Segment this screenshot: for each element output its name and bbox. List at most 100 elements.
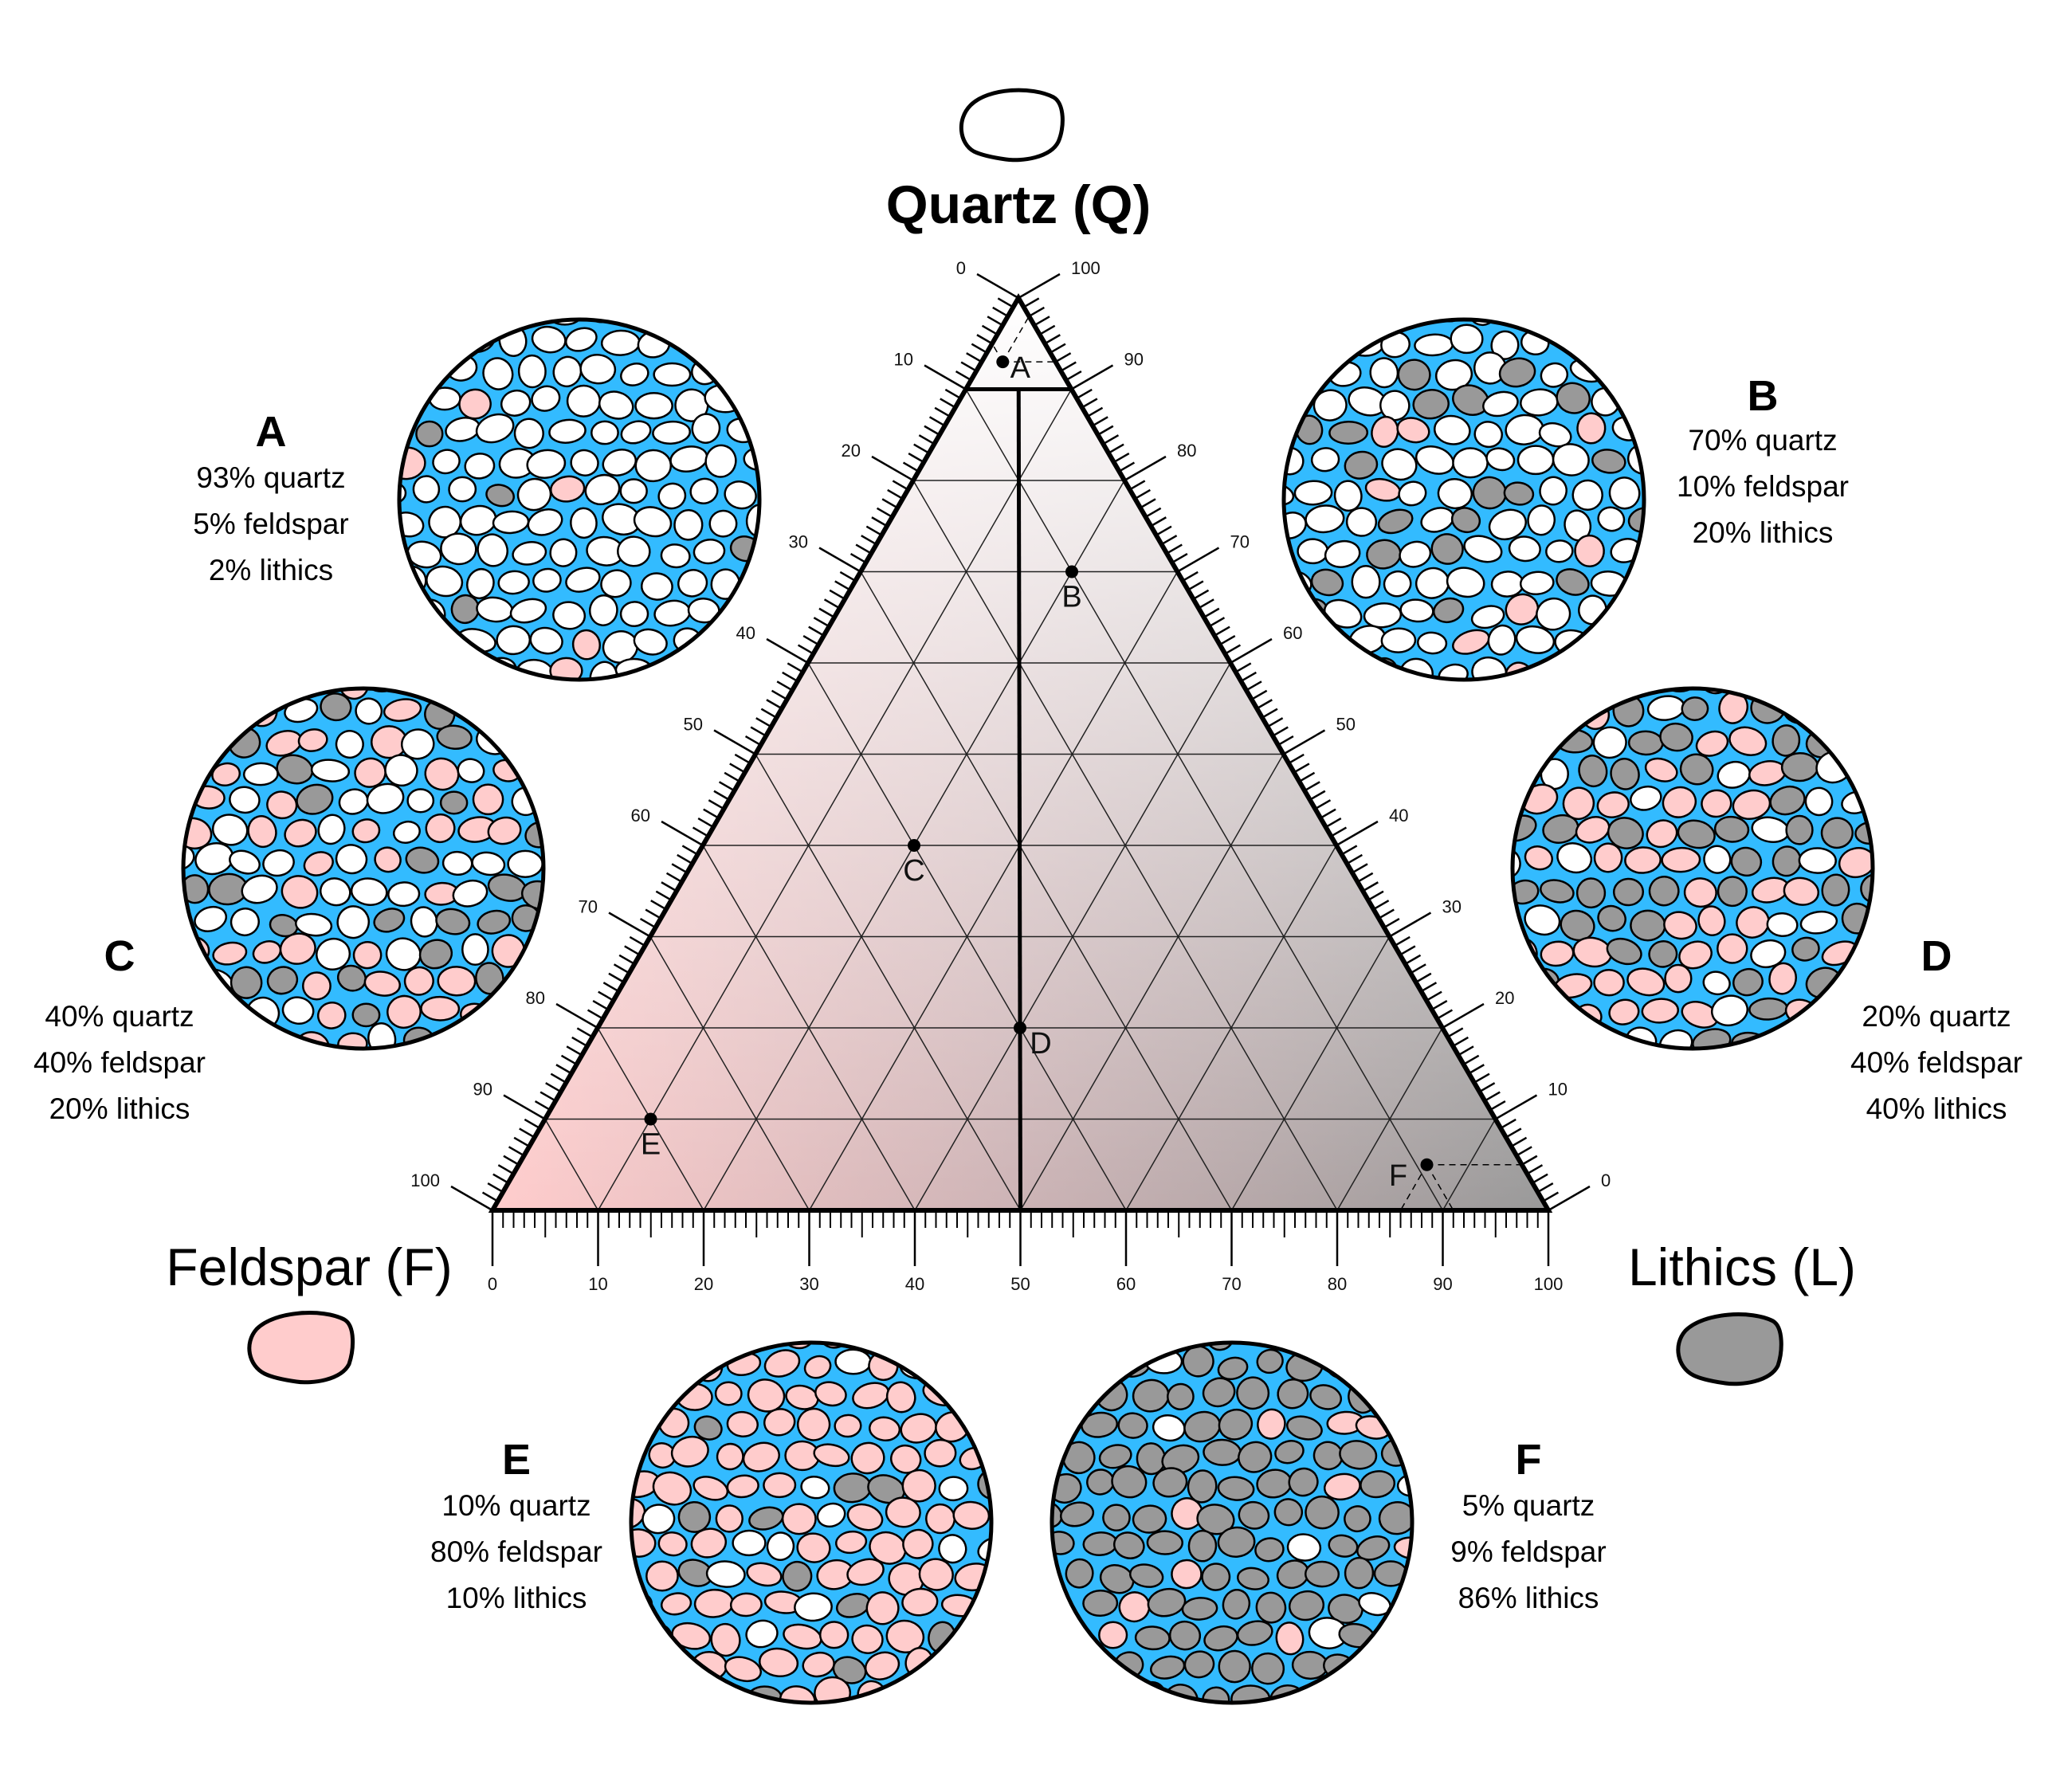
grain	[552, 355, 583, 388]
right-tick	[1124, 455, 1167, 482]
grain	[436, 724, 473, 750]
grain	[1379, 390, 1411, 422]
left-tick-label: 80	[526, 988, 545, 1008]
grain	[1236, 1567, 1269, 1590]
right-tick	[1537, 1182, 1554, 1194]
grain	[1309, 1384, 1343, 1410]
grain	[1293, 480, 1333, 506]
grain	[1860, 872, 1873, 904]
thin-section-outline	[629, 1340, 994, 1705]
right-tick	[1182, 571, 1199, 582]
grain	[384, 754, 418, 787]
grain	[1297, 538, 1329, 565]
grain	[1286, 1415, 1323, 1441]
left-tick	[928, 416, 946, 427]
grain	[1730, 846, 1763, 877]
grain	[1626, 967, 1666, 997]
data-point-label: D	[1030, 1027, 1051, 1061]
right-tick	[1134, 488, 1151, 500]
sample-lithics: 86% lithics	[1458, 1582, 1599, 1614]
right-tick	[1304, 781, 1320, 792]
bottom-tick-label: 90	[1433, 1274, 1452, 1294]
grain	[1218, 1408, 1254, 1441]
left-tick	[755, 717, 772, 728]
sample-lithics: 40% lithics	[1866, 1092, 2007, 1125]
left-tick	[497, 1164, 515, 1175]
grain	[588, 594, 618, 626]
sample-quartz: 20% quartz	[1862, 1000, 2011, 1033]
thin-section-A	[397, 317, 762, 682]
grain	[869, 1416, 901, 1441]
grain	[802, 1651, 835, 1678]
left-tick	[665, 872, 683, 883]
grain	[673, 508, 704, 541]
grain	[846, 1503, 884, 1531]
right-tick	[1214, 625, 1230, 637]
grain	[355, 697, 383, 725]
thin-section-F	[1050, 1340, 1414, 1705]
grain	[746, 1562, 783, 1587]
right-tick	[1070, 364, 1114, 390]
sample-lithics: 20% lithics	[1693, 516, 1834, 549]
grain	[229, 786, 261, 814]
left-tick	[608, 972, 625, 983]
grain	[426, 565, 464, 598]
left-tick	[677, 853, 693, 865]
grain	[1791, 936, 1820, 962]
grain	[1339, 1440, 1378, 1470]
grain	[1277, 1378, 1309, 1410]
data-point-E	[644, 1112, 657, 1126]
thin-section-outline	[181, 686, 546, 1051]
right-tick	[1129, 480, 1146, 491]
grain	[1399, 540, 1432, 568]
grain	[1660, 688, 1701, 693]
grain	[1202, 1377, 1236, 1408]
grain	[660, 543, 691, 569]
grain	[1312, 389, 1348, 422]
grain	[435, 908, 471, 935]
grain	[1508, 535, 1541, 563]
right-tick	[1261, 708, 1278, 719]
grain	[653, 362, 692, 387]
sample-id: A	[256, 408, 287, 456]
grain	[796, 1407, 831, 1441]
right-tick	[1160, 535, 1178, 546]
left-tick	[992, 306, 1009, 317]
sample-lithics: 2% lithics	[209, 554, 333, 586]
right-tick	[1352, 863, 1368, 874]
left-tick	[981, 324, 999, 335]
left-tick	[971, 343, 988, 354]
left-tick	[944, 388, 962, 400]
grain	[715, 1504, 744, 1533]
grain	[693, 1476, 729, 1501]
bottom-tick-label: 50	[1010, 1274, 1030, 1294]
grain	[281, 875, 319, 909]
grain	[1662, 786, 1697, 818]
data-point-D	[1014, 1021, 1026, 1034]
grain	[335, 730, 364, 759]
grain	[794, 1592, 833, 1622]
grid-line-l	[1230, 936, 1391, 1211]
right-tick	[1521, 1155, 1538, 1166]
grain	[869, 1531, 907, 1565]
grain	[1204, 1343, 1235, 1351]
thin-section-D	[1510, 686, 1875, 1051]
right-tick	[1272, 726, 1289, 737]
grain	[1328, 420, 1369, 445]
grain	[691, 1651, 728, 1681]
grain	[439, 790, 469, 815]
grain	[1463, 535, 1503, 563]
grain	[1161, 1444, 1200, 1474]
right-tick	[1489, 1100, 1506, 1112]
grain	[266, 966, 299, 995]
grain	[497, 570, 530, 595]
grain	[763, 1472, 797, 1499]
grain	[1560, 909, 1595, 942]
left-tick	[744, 735, 762, 747]
grain	[885, 1381, 916, 1414]
grain	[1769, 785, 1806, 816]
grain	[938, 1476, 969, 1502]
grain	[351, 1002, 381, 1028]
left-tick	[661, 881, 677, 892]
sample-feldspar: 80% feldspar	[430, 1535, 602, 1568]
